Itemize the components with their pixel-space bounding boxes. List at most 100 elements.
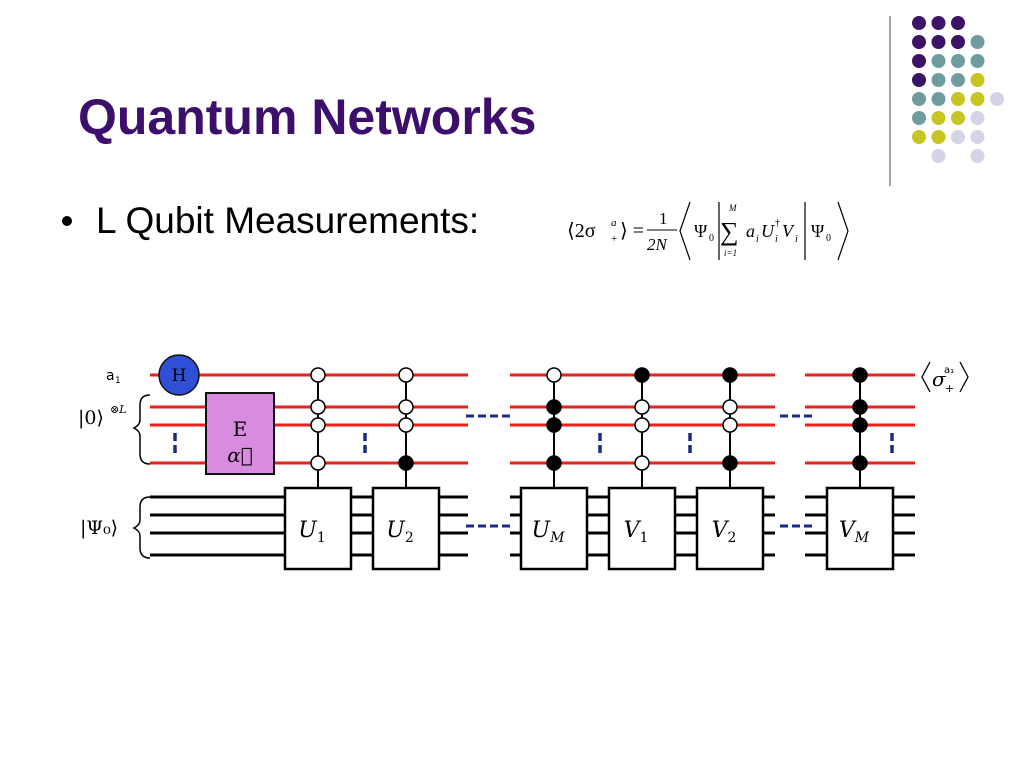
open-control-dot: [310, 399, 326, 415]
decorative-dot: [951, 54, 965, 68]
decorative-dot: [970, 149, 985, 163]
decorative-dot: [931, 149, 946, 163]
gate-label-sub: M: [854, 530, 870, 546]
formula-term-V-sub: i: [795, 234, 798, 245]
decorative-dot: [970, 54, 985, 68]
formula-term-a: a: [746, 221, 755, 241]
entangler-gate: [205, 392, 275, 475]
label-ket0: |0⟩: [78, 407, 104, 429]
open-control-dot: [546, 367, 562, 383]
decorative-dot: [970, 92, 985, 106]
decorative-dot: [931, 111, 946, 125]
control-lines: [317, 375, 861, 488]
brace-ancilla: [132, 394, 151, 465]
open-control-dot: [634, 399, 650, 415]
decorative-dot: [931, 130, 946, 144]
decorative-dot: [931, 35, 946, 49]
hadamard-label: H: [172, 366, 187, 386]
controlled-gate: [283, 486, 353, 571]
output-sup: a₁: [944, 365, 954, 376]
decorative-dot: [931, 54, 946, 68]
formula-psi-right-sub: 0: [826, 233, 831, 244]
decorative-dot: [951, 111, 965, 125]
decorative-dot: [912, 130, 926, 144]
decorative-dot: [970, 130, 985, 144]
control-dots: [310, 367, 868, 471]
gate-label-sub: 1: [639, 530, 648, 546]
open-control-dot: [634, 417, 650, 433]
controlled-gate: [519, 486, 589, 571]
hadamard-gate: [158, 354, 200, 396]
formula-lhs-sub: +: [611, 233, 617, 245]
formula-lhs-close: ⟩ =: [620, 220, 644, 242]
decorative-dot: [970, 111, 985, 125]
filled-control-dot: [722, 367, 738, 383]
entangler-label-alpha: α⃗: [227, 443, 253, 467]
gate-label-sub: M: [549, 530, 565, 546]
formula-right-bracket: [837, 201, 849, 261]
brace-system: [132, 496, 151, 559]
decorative-dot: [912, 111, 926, 125]
open-control-dot: [398, 367, 414, 383]
decorative-dot: [970, 35, 985, 49]
output-sigma: σ: [932, 367, 947, 391]
open-control-dot: [310, 417, 326, 433]
decorative-dot: [931, 73, 946, 87]
decorative-dot: [951, 35, 965, 49]
bullet-text: L Qubit Measurements:: [96, 200, 480, 241]
formula-frac-den: 2N: [647, 235, 669, 254]
filled-control-dot: [546, 455, 562, 471]
decorative-dot: [970, 73, 985, 87]
formula-left-bracket: [679, 201, 691, 261]
decorative-dot: [912, 73, 926, 87]
formula-sum-bottom: i=1: [724, 248, 737, 258]
decorative-dot: [951, 73, 965, 87]
expectation-formula: ⟨2σ a + ⟩ = 1 2N Ψ 0 M ∑ i=1 a i U † i V…: [567, 201, 849, 261]
formula-term-a-sub: i: [756, 234, 759, 245]
formula-frac-num: 1: [659, 209, 668, 228]
decorative-dot: [912, 16, 926, 30]
decorative-dot: [990, 92, 1004, 106]
label-a1-sub: 1: [115, 376, 121, 386]
gate-label: V2: [712, 518, 737, 546]
filled-control-dot: [398, 455, 414, 471]
controlled-gate: [825, 486, 895, 571]
gate-label-sub: 2: [405, 530, 414, 546]
formula-term-V: V: [782, 221, 795, 241]
open-control-dot: [634, 455, 650, 471]
decorative-dot: [951, 92, 965, 106]
decorative-dot: [912, 35, 926, 49]
controlled-gate: [695, 486, 765, 571]
formula-psi-left-sub: 0: [709, 233, 714, 244]
decorative-dot-grid: [889, 16, 1004, 186]
decorative-dot: [912, 54, 926, 68]
formula-psi-left: Ψ: [694, 221, 708, 241]
decorative-dot: [951, 16, 965, 30]
slide-title: Quantum Networks: [78, 89, 537, 145]
output-left-bracket: [921, 361, 931, 393]
formula-term-U-sub: i: [775, 234, 778, 245]
open-control-dot: [398, 399, 414, 415]
filled-control-dot: [546, 399, 562, 415]
formula-lhs-sup: a: [611, 217, 617, 229]
filled-control-dot: [852, 455, 868, 471]
open-control-dot: [398, 417, 414, 433]
filled-control-dot: [634, 367, 650, 383]
gate-label-sub: 2: [727, 530, 736, 546]
formula-psi-right: Ψ: [811, 221, 825, 241]
formula-sum-symbol: ∑: [720, 217, 739, 246]
output-right-bracket: [959, 361, 969, 393]
filled-control-dot: [852, 367, 868, 383]
bullet-dot: [62, 216, 72, 227]
controlled-gate: [371, 486, 441, 571]
entangler-label-e: E: [233, 417, 248, 441]
ellipsis-dashes: [173, 414, 894, 528]
open-control-dot: [722, 399, 738, 415]
open-control-dot: [310, 367, 326, 383]
gate-label-sub: 1: [317, 530, 326, 546]
decorative-dot: [931, 92, 946, 106]
filled-control-dot: [852, 417, 868, 433]
bullet-item: L Qubit Measurements:: [62, 200, 479, 242]
